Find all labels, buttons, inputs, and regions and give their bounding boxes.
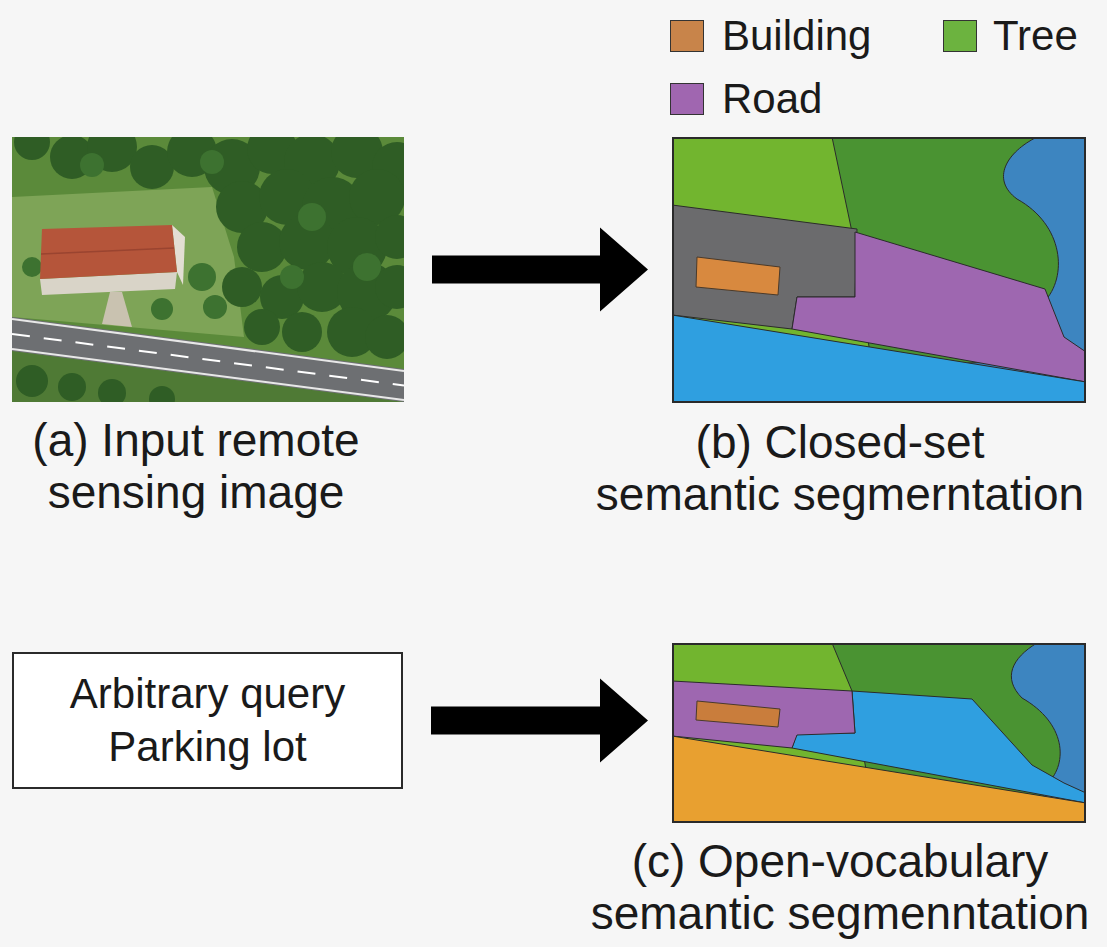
illustration-shape <box>353 253 381 281</box>
illustration-shape <box>16 365 175 402</box>
segmentation-panel: (b) Closed-set semantic segmerntation <box>672 137 1086 403</box>
box-text: Arbitrary query <box>70 668 345 721</box>
caption: (a) Input remote sensing image <box>32 415 359 518</box>
block-arrow <box>431 679 648 763</box>
illustration-shape <box>672 736 1086 823</box>
illustration-shape <box>12 317 404 402</box>
illustration-shape <box>222 267 262 307</box>
illustration-shape <box>282 312 322 352</box>
illustration-shape <box>149 386 175 402</box>
legend-label: Road <box>722 75 822 123</box>
block-arrow <box>432 228 648 312</box>
illustration-shape <box>672 681 855 748</box>
illustration-shape <box>672 315 1086 403</box>
illustration-shape <box>672 643 1086 823</box>
box-text: Parking lot <box>108 721 306 774</box>
illustration-shape <box>22 150 381 320</box>
illustration-shape <box>41 248 174 254</box>
legend-swatch <box>670 83 704 115</box>
illustration-shape <box>696 257 780 295</box>
illustration-shape <box>188 263 216 291</box>
illustration-shape <box>58 373 86 401</box>
aerial-photo <box>12 137 404 402</box>
segmentation-map <box>672 137 1086 403</box>
illustration-shape <box>375 215 404 259</box>
illustration-shape <box>12 349 404 400</box>
illustration-shape <box>200 150 224 174</box>
legend-label: Tree <box>993 12 1078 60</box>
illustration-shape <box>14 137 50 160</box>
segmentation-map <box>672 643 1086 823</box>
segmentation-panel: (c) Open-vocabulary semantic segmenntati… <box>672 643 1086 823</box>
illustration-shape <box>280 265 304 289</box>
illustration-shape <box>672 137 1086 403</box>
illustration-shape <box>298 203 326 231</box>
illustration-shape <box>40 225 177 279</box>
illustration-shape <box>244 309 280 345</box>
query-box: Arbitrary queryParking lot <box>12 652 403 789</box>
legend-label: Building <box>722 12 871 60</box>
illustration-shape <box>16 365 48 397</box>
illustration-shape <box>365 315 404 359</box>
illustration-shape <box>151 298 173 320</box>
legend-swatch <box>943 20 977 52</box>
illustration-shape <box>12 334 404 386</box>
illustration-shape <box>98 379 126 402</box>
caption: (c) Open-vocabulary semantic segmenntati… <box>591 836 1090 939</box>
illustration-shape <box>696 701 780 727</box>
caption: (b) Closed-set semantic segmerntation <box>596 417 1084 520</box>
legend-swatch <box>670 20 704 52</box>
input-image: (a) Input remote sensing image <box>12 137 404 402</box>
illustration-shape <box>22 257 42 277</box>
illustration-shape <box>80 153 104 177</box>
illustration-shape <box>102 292 132 327</box>
illustration-shape <box>203 295 227 319</box>
illustration-shape <box>12 319 404 371</box>
illustration-shape <box>12 187 244 337</box>
